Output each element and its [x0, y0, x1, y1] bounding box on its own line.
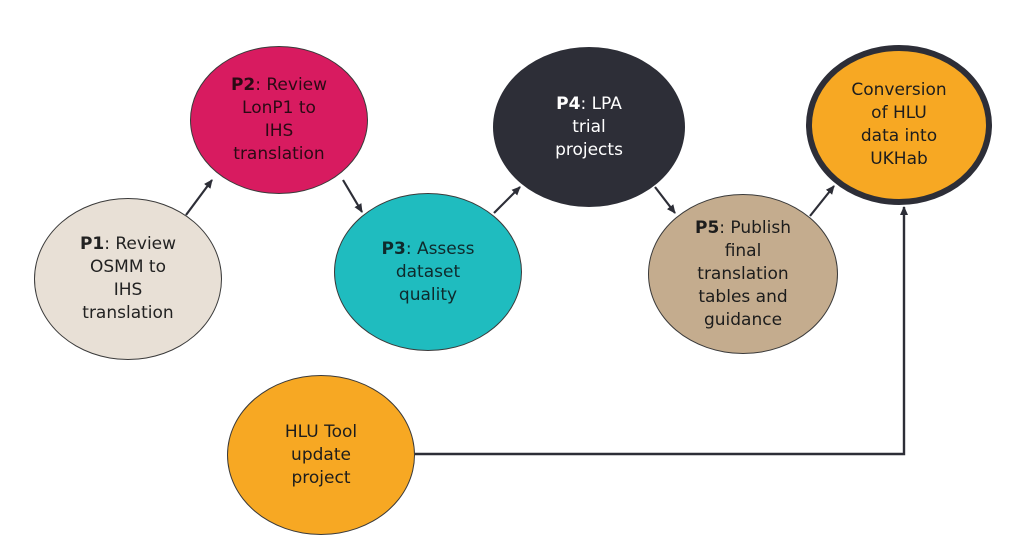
edge-p4-to-p5 [654, 186, 676, 214]
label-line: dataset [395, 261, 461, 282]
edge-p3-to-p4 [493, 186, 521, 214]
label-line: trial [572, 116, 606, 137]
label-line: P4: LPA [556, 93, 622, 114]
label-line: IHS [264, 121, 294, 141]
edge-p5-to-conversion [809, 185, 835, 217]
label-line: quality [398, 284, 458, 305]
label-line: update [291, 444, 351, 465]
phase-id: P5 [694, 217, 720, 238]
label-line: data into [860, 126, 938, 146]
label-line: P1: Review [79, 234, 177, 254]
edge-p2-to-p3 [342, 179, 363, 213]
label-line: LonP1 to [242, 98, 316, 118]
label-line: HLU Tool [284, 421, 358, 442]
label-line: projects [555, 139, 623, 160]
label-line: OSMM to [90, 257, 166, 277]
label-line: IHS [113, 280, 143, 300]
label-line: of HLU [871, 103, 927, 123]
label-line: project [291, 467, 351, 488]
label-line: guidance [703, 309, 783, 330]
label-line: tables and [698, 286, 788, 307]
edge-p1-to-p2 [185, 179, 213, 216]
label-line: P2: Review [230, 75, 328, 95]
phase-id: P3 [381, 238, 406, 259]
label-line: translation [697, 263, 789, 284]
label-line: UKHab [870, 149, 928, 169]
label-line: Conversion [851, 80, 947, 100]
label-line: final [724, 240, 762, 261]
phase-id: P1 [79, 234, 105, 254]
label-line: P5: Publish [694, 217, 792, 238]
phase-id: P4 [556, 93, 581, 114]
label-line: translation [233, 144, 325, 164]
phase-id: P2 [230, 75, 256, 95]
edge-hlu-tool-to-conversion [415, 206, 908, 456]
label-line: translation [82, 303, 174, 323]
label-line: P3: Assess [381, 238, 475, 259]
